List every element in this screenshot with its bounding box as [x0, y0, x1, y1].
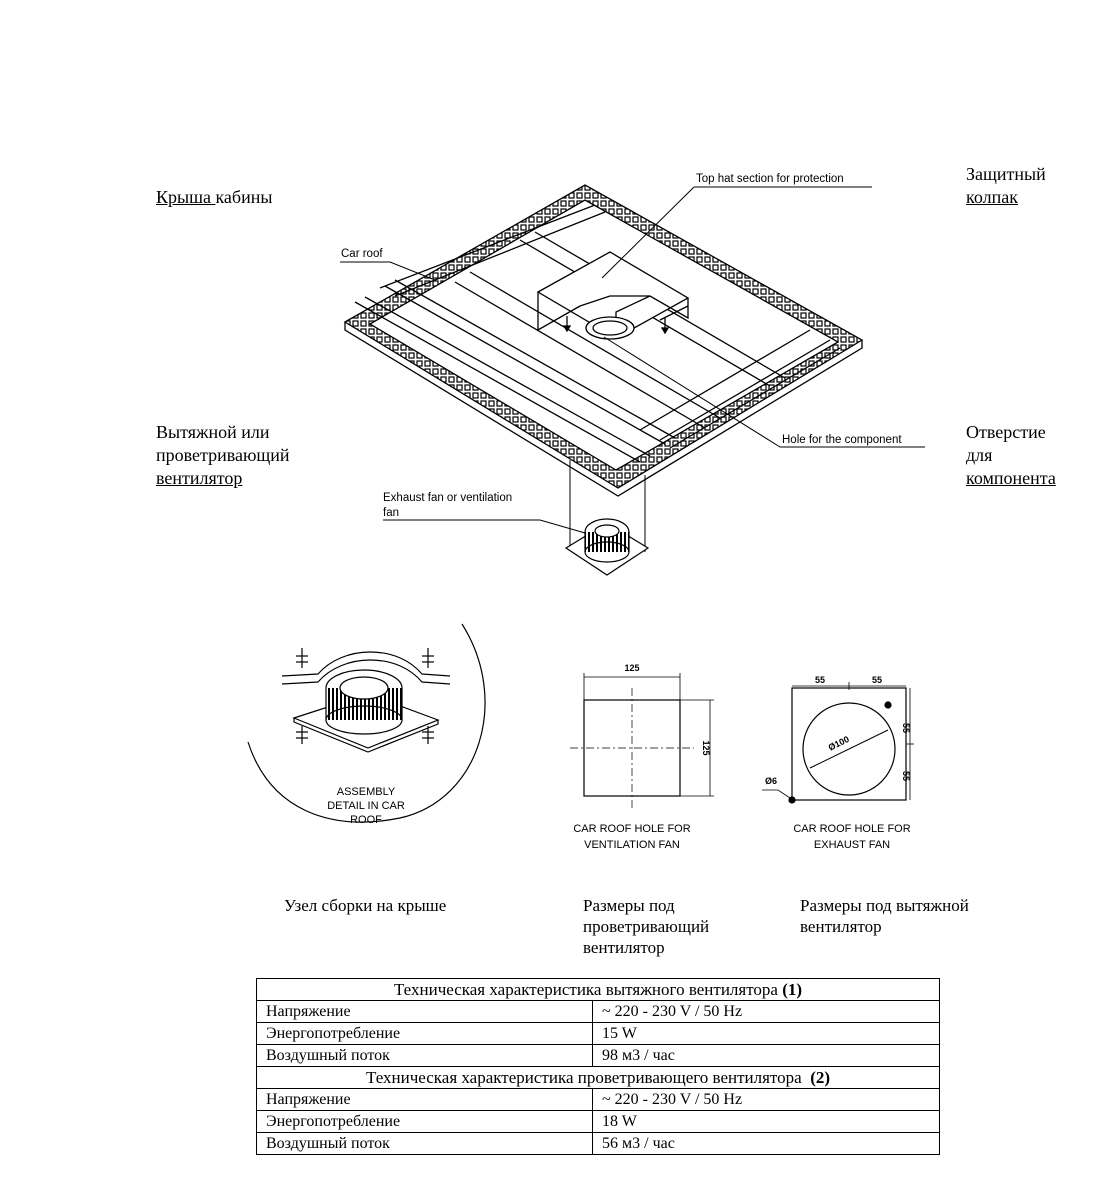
exhaust-hole-caption-line2: EXHAUST FAN — [814, 839, 890, 851]
exhaust-dim-a: 55 — [815, 675, 825, 685]
vent-hole-caption-line2: VENTILATION FAN — [584, 839, 680, 851]
caption-assembly-ru: Узел сборки на крыше — [284, 896, 447, 915]
exhaust-dim-d: 55 — [901, 771, 911, 781]
assembly-detail — [247, 623, 486, 823]
label-car-roof-en: Car roof — [341, 248, 383, 260]
table-row: Энергопотребление 18 W — [256, 1110, 940, 1133]
table-row: Воздушный поток 98 м3 / час — [256, 1044, 940, 1067]
vent-hole-drawing — [570, 673, 714, 808]
exhaust-dim-bolt: Ø6 — [765, 776, 777, 786]
vent-hole-caption-line1: CAR ROOF HOLE FOR — [573, 823, 690, 835]
label-hole-ru: Отверстие для компонента — [966, 422, 1056, 488]
exhaust-hole-drawing — [762, 682, 914, 804]
assembly-caption-line1: ASSEMBLY — [337, 786, 396, 798]
table-row: Энергопотребление 15 W — [256, 1022, 940, 1045]
label-top-hat-en: Top hat section for protection — [696, 173, 844, 185]
label-fan-en-line2: fan — [383, 507, 399, 519]
label-fan-ru: Вытяжной или проветривающий вентилятор — [156, 422, 290, 488]
assembly-caption-line2: DETAIL IN CAR — [327, 800, 405, 812]
assembly-caption-line3: ROOF — [350, 814, 382, 826]
fan-isometric — [564, 518, 650, 576]
spec-table: Техническая характеристика вытяжного вен… — [256, 978, 940, 1155]
caption-exhaust-ru: Размеры под вытяжной вентилятор — [800, 896, 969, 936]
caption-vent-ru: Размеры под проветривающий вентилятор — [583, 896, 710, 957]
table-row: Напряжение ~ 220 - 230 V / 50 Hz — [256, 1088, 940, 1111]
table-row: Напряжение ~ 220 - 230 V / 50 Hz — [256, 1000, 940, 1023]
spec-header-vent: Техническая характеристика проветривающе… — [256, 1066, 940, 1089]
vent-dim-height: 125 — [701, 740, 711, 755]
label-fan-en-line1: Exhaust fan or ventilation — [383, 492, 512, 504]
label-car-roof-ru: Крыша кабины — [156, 187, 273, 207]
car-roof-isometric — [343, 184, 864, 552]
spec-header-exhaust: Техническая характеристика вытяжного вен… — [256, 978, 940, 1001]
leader-lines — [340, 186, 925, 536]
exhaust-dim-c: 55 — [901, 723, 911, 733]
vent-dim-width: 125 — [624, 663, 639, 673]
table-row: Воздушный поток 56 м3 / час — [256, 1132, 940, 1155]
label-protective-cap-ru: Защитный колпак — [966, 164, 1046, 207]
exhaust-hole-caption-line1: CAR ROOF HOLE FOR — [793, 823, 910, 835]
exhaust-dim-b: 55 — [872, 675, 882, 685]
label-hole-en: Hole for the component — [782, 434, 902, 446]
